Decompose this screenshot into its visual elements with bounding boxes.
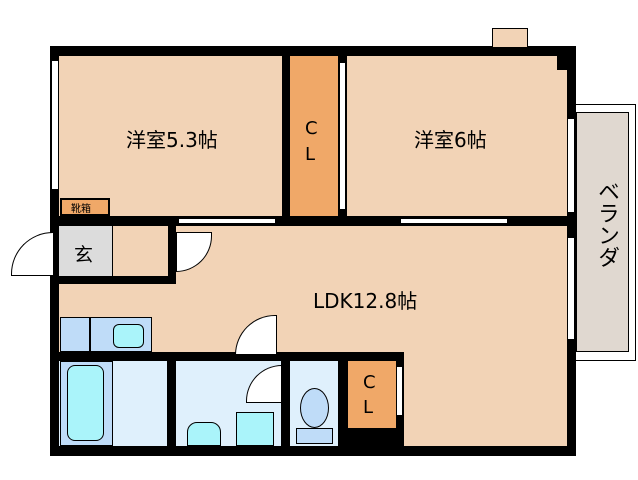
closet-door-1[interactable]: [339, 62, 346, 210]
bathtub-icon: [67, 365, 104, 441]
sliding-door-2[interactable]: [178, 218, 276, 224]
ldk-label: LDK12.8帖: [313, 289, 418, 313]
window-west[interactable]: [51, 60, 59, 190]
toilet-tank: [296, 428, 333, 444]
sink-icon: [113, 324, 144, 348]
room-ldk-lower: [404, 350, 567, 446]
western1-label: 洋室5.3帖: [126, 128, 218, 152]
shoebox: [60, 198, 110, 216]
washbasin-icon: [187, 422, 221, 446]
washing-machine-icon: [236, 412, 274, 446]
entrance-label: 玄: [74, 244, 94, 266]
sliding-door[interactable]: [400, 218, 508, 224]
kitchen-counter: [60, 317, 90, 352]
room-western-5-3: [59, 56, 282, 216]
room-western-6-ext: [347, 70, 567, 216]
closet-door-2[interactable]: [396, 366, 403, 416]
balcony-label: ベランダ: [594, 180, 619, 268]
entrance-door[interactable]: [11, 232, 53, 276]
balcony-floor: [576, 112, 629, 352]
window-balcony-1[interactable]: [567, 118, 575, 213]
entrance-wall: [52, 276, 176, 284]
closet2-label: C L: [363, 372, 376, 418]
entrance: [59, 226, 113, 276]
window-top[interactable]: [492, 28, 528, 48]
closet-1: [290, 56, 338, 216]
western2-label: 洋室6帖: [414, 128, 487, 152]
entrance-wall-v: [168, 226, 176, 284]
shoebox-label: 靴箱: [71, 204, 91, 215]
toilet-icon: [300, 388, 329, 428]
closet1-label: C L: [305, 118, 318, 165]
window-balcony-2[interactable]: [567, 237, 575, 340]
closet-2: [348, 361, 396, 428]
